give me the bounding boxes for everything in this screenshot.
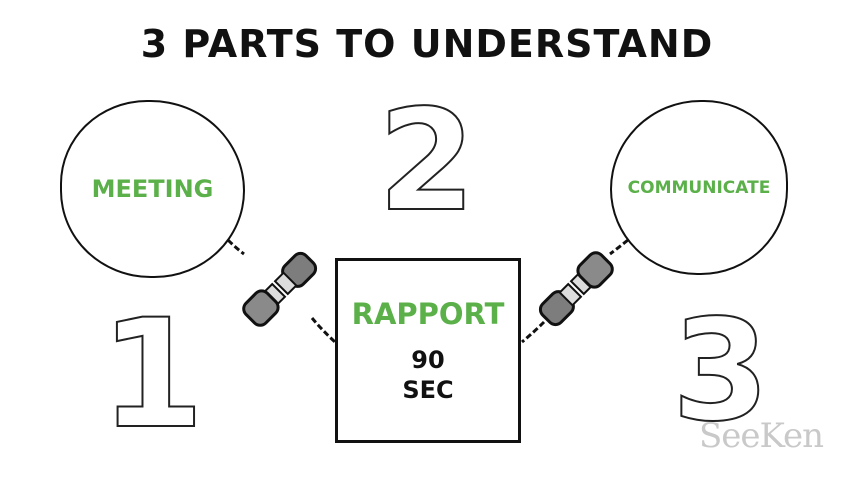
- numeral-one: 1: [99, 288, 205, 462]
- left-plug-connector: [226, 238, 337, 344]
- duration-number: 90: [411, 346, 445, 374]
- meeting-circle: MEETING: [60, 100, 245, 278]
- communicate-label: COMMUNICATE: [627, 177, 771, 198]
- page-title: 3 PARTS TO UNDERSTAND: [140, 22, 714, 66]
- left-cable-top: [226, 238, 245, 256]
- duration-unit: SEC: [402, 376, 454, 404]
- watermark-logo: SeeKen: [699, 416, 824, 456]
- numeral-two: 2: [377, 80, 476, 243]
- communicate-circle: COMMUNICATE: [610, 100, 788, 275]
- meeting-label: MEETING: [91, 175, 214, 203]
- right-plug-icon: [538, 251, 614, 327]
- rapport-box: RAPPORT 90 SEC: [335, 258, 521, 443]
- rapport-label: RAPPORT: [351, 297, 505, 331]
- right-cable-bottom: [521, 320, 546, 344]
- right-plug-connector: [521, 238, 629, 344]
- right-cable-top: [609, 238, 629, 256]
- numeral-three: 3: [671, 290, 770, 453]
- left-cable-bottom: [310, 317, 337, 344]
- left-plug-icon: [242, 251, 318, 327]
